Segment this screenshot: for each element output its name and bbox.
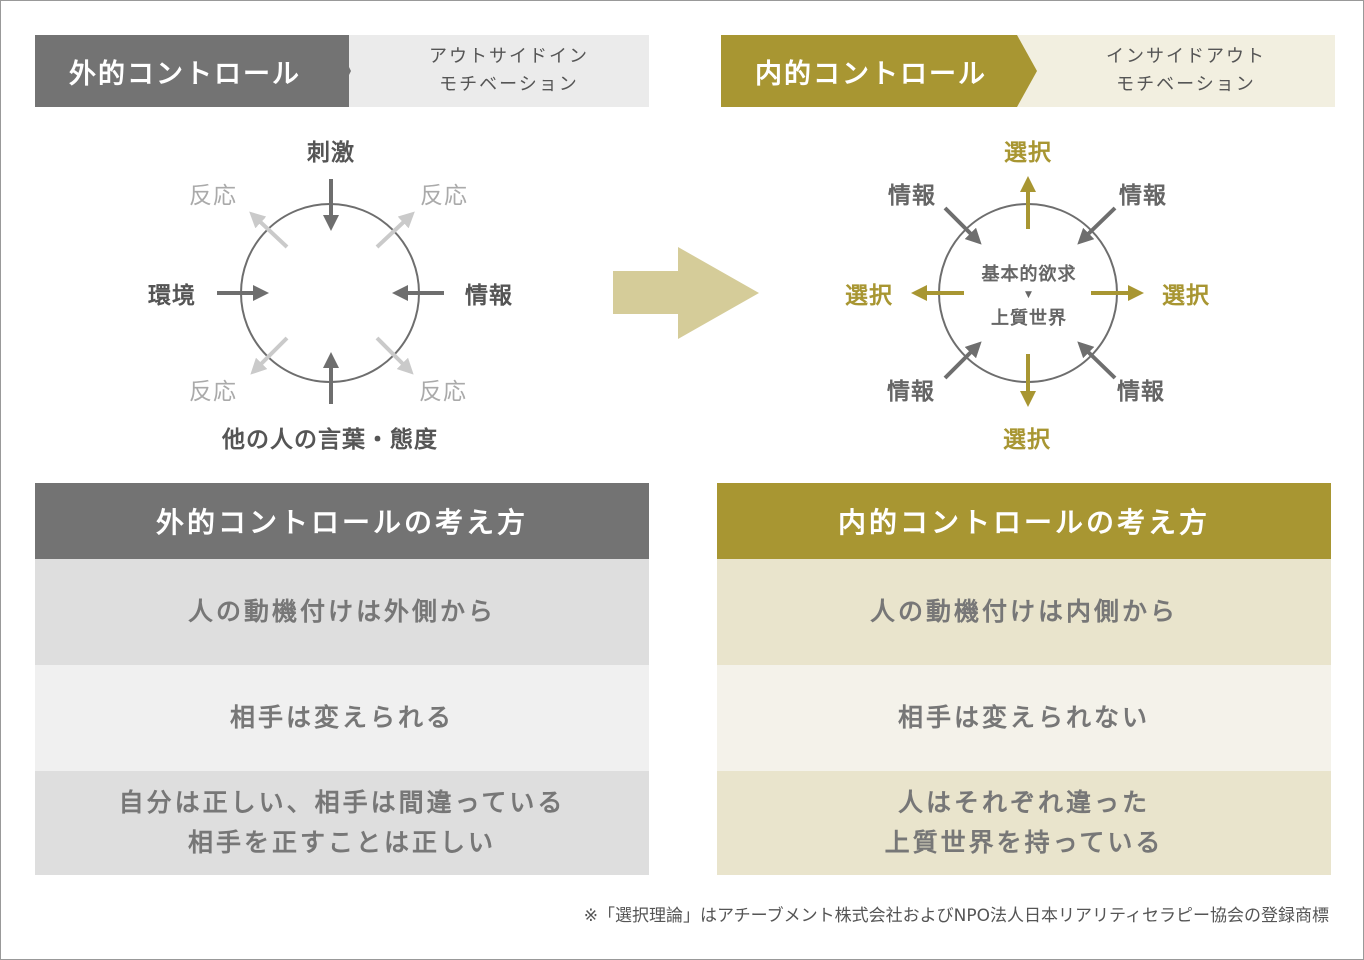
label-info: 情報	[887, 379, 935, 405]
row-text: 相手を正すことは正しい	[187, 828, 496, 857]
label-environment: 環境	[148, 283, 196, 309]
reaction-arrow	[375, 336, 414, 375]
label-basic-needs: 基本的欲求	[981, 264, 1077, 285]
left-header: 外的コントロール アウトサイドイン モチベーション	[35, 35, 649, 107]
row-text: 上質世界を持っている	[884, 828, 1164, 857]
row-text: 相手は変えられる	[229, 703, 454, 732]
label-info: 情報	[1119, 183, 1167, 209]
row-text: 人の動機付けは内側から	[869, 597, 1178, 626]
right-header-sub2: モチベーション	[1116, 74, 1256, 95]
info-in-arrow	[1077, 341, 1117, 380]
label-reaction: 反応	[189, 183, 237, 209]
label-info: 情報	[1117, 379, 1165, 405]
row-text: 人の動機付けは外側から	[187, 597, 496, 626]
right-header-title: 内的コントロール	[721, 35, 1017, 107]
down-triangle-icon: ▼	[1025, 290, 1033, 300]
table-row: 人の動機付けは内側から	[717, 559, 1331, 665]
right-header: 内的コントロール インサイドアウト モチベーション	[721, 35, 1335, 107]
table-row: 相手は変えられない	[717, 665, 1331, 771]
label-choice: 選択	[1003, 427, 1051, 453]
reaction-arrow	[250, 336, 289, 375]
info-in-arrow	[1077, 206, 1117, 245]
left-header-title: 外的コントロール	[35, 35, 349, 107]
label-reaction: 反応	[420, 183, 468, 209]
label-info: 情報	[888, 183, 936, 209]
right-header-sub1: インサイドアウト	[1106, 46, 1266, 67]
label-reaction: 反応	[419, 379, 467, 405]
right-table: 内的コントロールの考え方 人の動機付けは内側から 相手は変えられない 人はそれぞ…	[717, 483, 1331, 875]
label-info: 情報	[465, 283, 513, 309]
reaction-arrow	[375, 211, 415, 249]
diagram-graphics	[217, 176, 1144, 407]
label-reaction: 反応	[189, 379, 237, 405]
label-choice: 選択	[1162, 283, 1210, 309]
left-header-sub1: アウトサイドイン	[429, 46, 589, 67]
chevron-icon	[1017, 35, 1037, 107]
chevron-icon	[331, 35, 351, 107]
big-right-arrow-icon	[613, 247, 759, 339]
table-row: 人の動機付けは外側から	[35, 559, 649, 665]
label-choice: 選択	[845, 283, 893, 309]
label-stimulus: 刺激	[307, 140, 355, 166]
row-text: 自分は正しい、相手は間違っている	[118, 788, 566, 817]
label-others: 他の人の言葉・態度	[222, 427, 438, 453]
reaction-arrow	[249, 211, 289, 249]
label-choice: 選択	[1004, 140, 1052, 166]
right-table-header: 内的コントロールの考え方	[717, 483, 1331, 559]
footnote: ※「選択理論」はアチーブメント株式会社およびNPO法人日本リアリティセラピー協会…	[583, 906, 1329, 926]
table-row: 人はそれぞれ違った上質世界を持っている	[717, 771, 1331, 875]
label-quality-world: 上質世界	[991, 308, 1067, 329]
left-header-sub2: モチベーション	[439, 74, 579, 95]
table-row: 相手は変えられる	[35, 665, 649, 771]
info-in-arrow	[943, 341, 982, 380]
info-in-arrow	[943, 206, 982, 245]
row-text: 相手は変えられない	[897, 703, 1150, 732]
row-text: 人はそれぞれ違った	[897, 788, 1150, 817]
table-row: 自分は正しい、相手は間違っている相手を正すことは正しい	[35, 771, 649, 875]
left-table-header: 外的コントロールの考え方	[35, 483, 649, 559]
left-table: 外的コントロールの考え方 人の動機付けは外側から 相手は変えられる 自分は正しい…	[35, 483, 649, 875]
